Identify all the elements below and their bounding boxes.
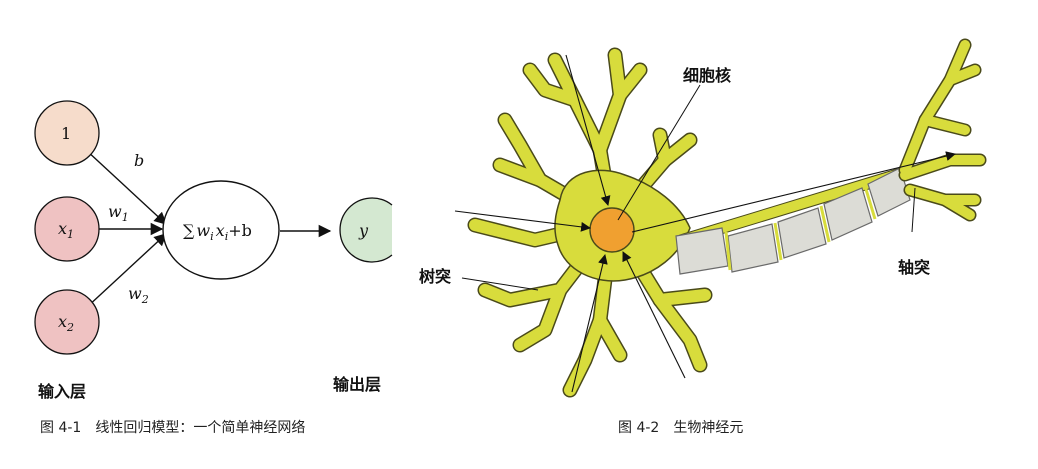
node-x2-label: x2 — [58, 312, 74, 334]
figure-4-1-caption: 图 4-1 线性回归模型：一个简单神经网络 — [40, 419, 305, 436]
nucleus — [589, 207, 635, 253]
figure-4-2: 细胞核 树突 轴突 图 4-2 生物神经元 — [419, 38, 987, 436]
node-x1 — [34, 196, 100, 262]
edge-w2-label: w2 — [128, 284, 149, 306]
node-y — [339, 197, 393, 263]
node-x1-label: x1 — [58, 219, 74, 241]
node-x2 — [34, 289, 100, 355]
axon-terminals — [898, 38, 987, 222]
dendrite-label: 树突 — [419, 267, 451, 286]
edge-bias — [85, 149, 167, 225]
input-layer-label: 输入层 — [38, 382, 86, 401]
myelin-sheath — [675, 167, 911, 275]
node-bias-label: 1 — [61, 124, 71, 143]
edge-w2 — [85, 233, 167, 309]
edge-w1-label: w1 — [108, 202, 129, 224]
figure-4-2-caption: 图 4-2 生物神经元 — [618, 420, 743, 436]
signal-arrows — [454, 54, 956, 393]
node-bias — [34, 100, 100, 166]
edge-bias-label: b — [134, 151, 144, 170]
node-sum — [162, 180, 280, 280]
output-layer-label: 输出层 — [333, 375, 381, 394]
label-pointers — [461, 84, 916, 291]
node-y-label: y — [358, 221, 369, 240]
nucleus-label: 细胞核 — [683, 66, 731, 85]
axon-label: 轴突 — [898, 258, 930, 277]
